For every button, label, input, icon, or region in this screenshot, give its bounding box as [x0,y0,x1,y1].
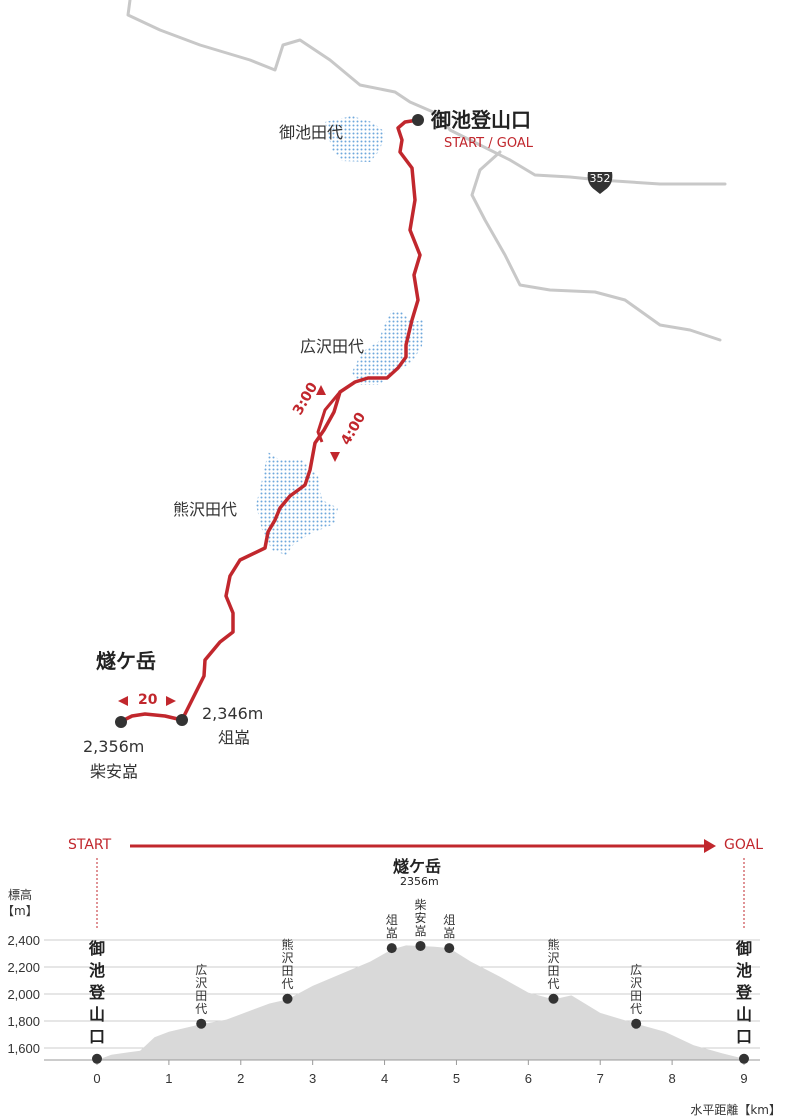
summit-elev-manaitagura: 2,346m [202,704,264,723]
profile-point-label: 御池登山口 [89,939,106,1046]
arrow-left [118,696,128,706]
y-tick-label: 1,600 [7,1041,40,1056]
direction-arrows [118,385,340,706]
profile-point-marker [739,1053,749,1064]
wetland-hirosawa-tashiro [352,310,424,385]
hiking-route [118,118,422,724]
x-tick-label: 5 [453,1071,460,1086]
profile-point-label: 御池登山口 [736,939,753,1046]
profile-start-label: START [68,837,112,853]
profile-point-label: 広沢田代 [195,962,208,1016]
profile-point-label: 熊沢田代 [281,937,294,991]
place-hirosawa-tashiro: 広沢田代 [300,337,365,356]
place-mitaike-tashiro: 御池田代 [279,123,344,142]
roads [126,0,727,342]
x-tick-label: 8 [668,1071,675,1086]
time-label-ridge: 20 [138,692,158,708]
x-tick-label: 6 [525,1071,532,1086]
route-map [115,0,727,728]
profile-point-label: 熊沢田代 [547,937,560,991]
profile-summit-elev: 2356m [400,875,439,888]
peak-area-name: 燧ケ岳 [96,649,156,673]
x-tick-label: 3 [309,1071,316,1086]
profile-point-marker [196,1018,207,1029]
wetland-kumazawa-tashiro [256,452,338,555]
x-tick-label: 4 [381,1071,388,1086]
profile-point-label: 柴安嵓 [414,897,427,938]
profile-point-marker [415,940,426,951]
profile-point-label: 俎嵓 [385,913,398,941]
arrow-up [316,385,326,395]
profile-point-marker [631,1018,642,1029]
wetlands [256,116,424,555]
x-tick-label: 9 [740,1071,747,1086]
y-tick-label: 2,000 [7,987,40,1002]
summit-marker-manaitagura [176,714,188,726]
y-tick-label: 2,200 [7,960,40,975]
start-goal-arrow-head [704,839,716,853]
summit-marker-shibayaskura [115,716,127,728]
summit-elev-shibayaskura: 2,356m [83,737,145,756]
profile-point-marker [548,993,559,1004]
profile-point-label: 俎嵓 [443,913,456,941]
wetland-mitaike-tashiro [325,116,385,162]
road-number: 352 [589,172,611,185]
profile-point-marker [92,1053,102,1064]
markers [115,114,424,728]
arrow-down [330,452,340,462]
y-axis-title: 標高 [8,888,33,902]
place-kumazawa-tashiro: 熊沢田代 [173,500,238,519]
y-axis-unit: 【m】 [2,904,38,918]
road-segment [470,150,722,342]
x-axis-title: 水平距離【km】 [690,1103,781,1117]
profile-point-marker [386,943,397,954]
start-goal-label: START / GOAL [444,136,533,151]
summit-name-manaitagura: 俎嵓 [218,728,251,747]
x-tick-label: 2 [237,1071,244,1086]
road-segment [126,0,727,186]
road-352-shield [587,172,613,194]
trailhead-marker [412,114,424,126]
profile-goal-label: GOAL [724,837,763,853]
x-tick-label: 7 [597,1071,604,1086]
summit-name-shibayaskura: 柴安嵓 [90,762,139,781]
arrow-right [166,696,176,706]
profile-point-marker [282,993,293,1004]
y-tick-label: 2,400 [7,933,40,948]
y-tick-label: 1,800 [7,1014,40,1029]
profile-point-label: 広沢田代 [630,962,643,1016]
route-alt-branch [316,391,342,443]
profile-summit-name: 燧ケ岳 [393,857,442,876]
x-tick-label: 1 [165,1071,172,1086]
elevation-area [97,945,744,1061]
profile-point-marker [444,943,455,954]
elevation-profile-chart: 1,600 1,800 2,000 2,200 2,400 0 1 2 3 4 5 6 7 8 9 [7,839,760,1086]
trailhead-name: 御池登山口 [431,108,531,132]
x-tick-label: 0 [93,1071,100,1086]
